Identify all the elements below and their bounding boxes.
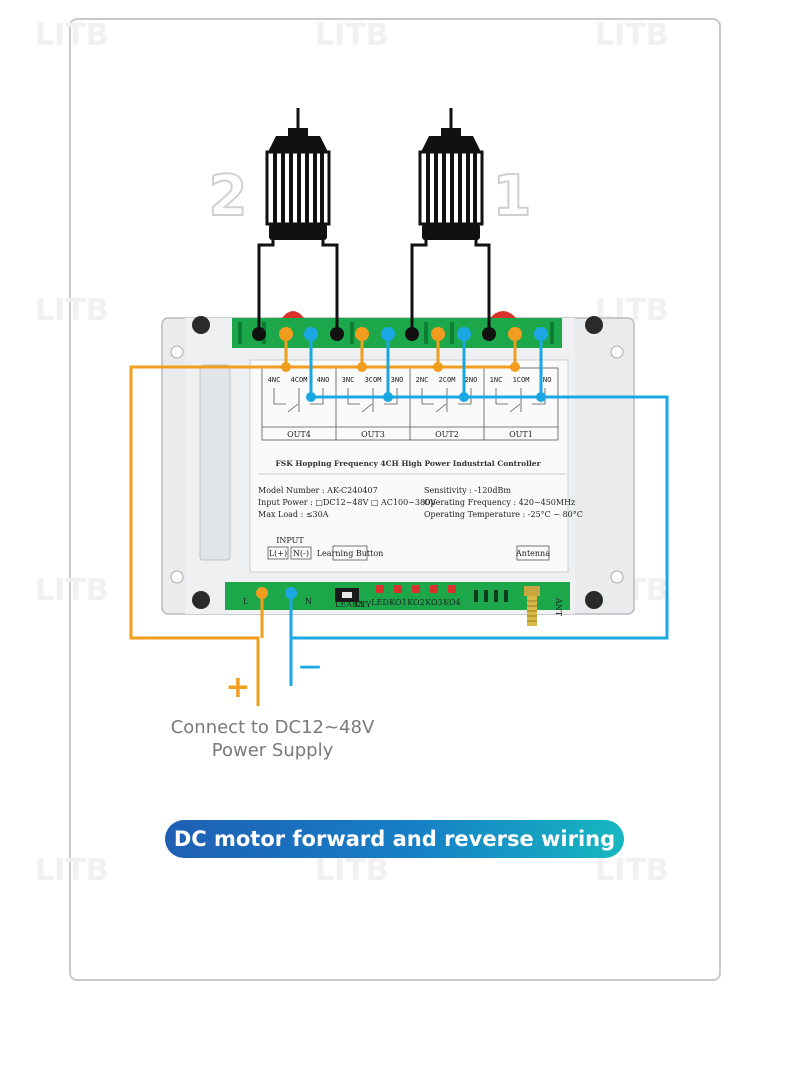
antenna-label: Antenna — [515, 549, 550, 558]
power-supply-note: Connect to DC12~48V Power Supply — [150, 716, 395, 762]
power-supply-line1: Connect to DC12~48V — [170, 717, 375, 738]
led-label: LED — [371, 598, 389, 607]
model-number: Model Number : AK-C240407 — [258, 486, 378, 495]
motor-number-2: 2 — [209, 164, 248, 229]
terminal-label: 4NC — [268, 376, 281, 384]
watermark: LITB — [315, 853, 389, 888]
watermark: LITB — [595, 853, 669, 888]
input-power: Input Power : □DC12~48V □ AC100~380V — [258, 498, 436, 507]
motor-wires — [257, 240, 491, 334]
terminal-label: 1NC — [490, 376, 503, 384]
watermark: LITB — [35, 18, 109, 53]
learn-label: LEARN — [335, 600, 365, 609]
controller-title: FSK Hopping Frequency 4CH High Power Ind… — [275, 459, 541, 468]
bottom-terminal-strip: L N LEARN KEY LED KO1 KO2 KO3 KO4 ANT — [225, 582, 570, 617]
power-supply-line2: Power Supply — [211, 740, 334, 761]
dc-motor-2-icon — [265, 108, 331, 240]
terminal-label: 3NC — [342, 376, 355, 384]
input-label: INPUT — [276, 536, 304, 545]
input-l-label: L(+) — [269, 549, 287, 558]
relay-out1-label: OUT1 — [509, 430, 533, 439]
watermark: LITB — [595, 18, 669, 53]
relay-out3-label: OUT3 — [361, 430, 385, 439]
watermark: LITB — [35, 293, 109, 328]
watermark: LITB — [315, 18, 389, 53]
max-load: Max Load : ≤30A — [258, 510, 329, 519]
terminal-label: 2NC — [416, 376, 429, 384]
bottom-n-label: N — [305, 597, 312, 606]
learning-button-label: Learning Button — [317, 549, 384, 558]
terminal-label: 3NO — [391, 376, 404, 384]
terminal-label: 1NO — [539, 376, 552, 384]
relay-out4-label: OUT4 — [287, 430, 311, 439]
terminal-label: 2COM — [439, 376, 456, 384]
motor-number-1: 1 — [493, 164, 532, 229]
terminal-label: 4NO — [317, 376, 330, 384]
sensitivity: Sensitivity : -120dBm — [424, 486, 511, 495]
operating-temperature: Operating Temperature : -25°C ~ 80°C — [424, 510, 583, 519]
terminal-label: 2NO — [465, 376, 478, 384]
ko4-label: KO4 — [443, 598, 460, 607]
bottom-l-label: L — [243, 597, 249, 606]
ant-label: ANT — [554, 597, 563, 617]
watermark: LITB — [35, 853, 109, 888]
watermark: LITB — [35, 573, 109, 608]
top-terminal-screws — [252, 327, 548, 341]
wiring-banner: DC motor forward and reverse wiring — [165, 820, 624, 858]
operating-frequency: Operating Frequency : 420~450MHz — [424, 498, 575, 507]
ko1-label: KO1 — [389, 598, 406, 607]
antenna-connector-icon — [524, 586, 540, 626]
dc-motor-1-icon — [418, 108, 484, 240]
input-n-label: N(-) — [293, 549, 309, 558]
label-panel — [249, 359, 569, 573]
terminal-label: 3COM — [365, 376, 382, 384]
minus-sign: — — [299, 654, 321, 679]
terminal-label: 1COM — [513, 376, 530, 384]
wire-junctions — [256, 362, 546, 599]
terminal-label: 4COM — [291, 376, 308, 384]
key-label: KEY — [354, 600, 372, 609]
negative-wires — [289, 334, 669, 686]
ko3-label: KO3 — [425, 598, 442, 607]
ko2-label: KO2 — [407, 598, 424, 607]
relay-out2-label: OUT2 — [435, 430, 459, 439]
plus-sign: + — [225, 670, 250, 705]
